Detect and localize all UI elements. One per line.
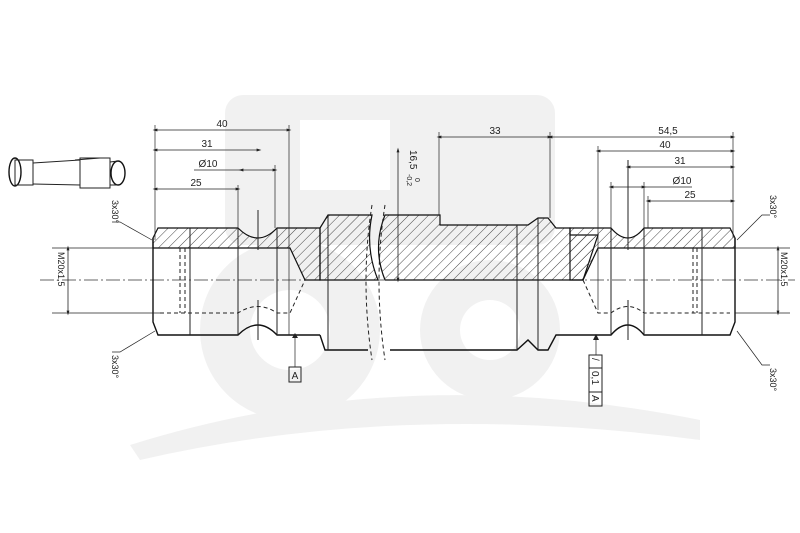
thread-right-label: M20x1,5 — [779, 252, 789, 287]
tolerance-symbol: / — [589, 358, 600, 361]
dim-right-25: 25 — [684, 190, 696, 201]
left-dimensions: 40 31 Ø10 25 — [152, 119, 292, 335]
chamfer-left-bottom: 3x30° — [110, 355, 120, 379]
runout-tolerance-frame: / 0,1 A — [588, 334, 603, 407]
dim-right-dia10: Ø10 — [673, 176, 692, 187]
tol-lower: -0,2 — [405, 174, 412, 186]
watermark-tractor-logo — [130, 95, 700, 460]
thread-dimensions: M20x1,5 M20x1,5 — [52, 245, 790, 316]
dim-right-54-5: 54,5 — [658, 126, 678, 137]
datum-label: A — [292, 371, 299, 382]
tol-upper: 0 — [413, 178, 420, 182]
dim-left-25: 25 — [190, 178, 202, 189]
dim-right-40: 40 — [659, 140, 671, 151]
tolerance-value: 0,1 — [589, 371, 600, 385]
dim-16-5: 16,5 — [407, 150, 418, 170]
middle-body — [319, 204, 599, 361]
chamfer-right-bottom: 3x30° — [768, 368, 778, 392]
dim-left-40: 40 — [216, 119, 228, 130]
tolerance-datum: A — [589, 395, 600, 402]
isometric-thumbnail — [8, 157, 126, 189]
dim-left-dia10: Ø10 — [199, 159, 218, 170]
dim-left-31: 31 — [201, 139, 213, 150]
radius-dimension: 16,5 0 -0,2 — [396, 147, 420, 283]
chamfer-callouts: 3x30° 3x30° 3x30° 3x30° — [110, 195, 778, 392]
chamfer-left-top: 3x30° — [110, 200, 120, 224]
left-end — [152, 210, 321, 340]
thread-left-label: M20x1,5 — [56, 252, 66, 287]
chamfer-right-top: 3x30° — [768, 195, 778, 219]
dim-right-33: 33 — [489, 126, 501, 137]
right-dimensions: 33 54,5 40 31 Ø10 25 — [436, 126, 736, 310]
datum-a: A — [288, 333, 302, 383]
dim-right-31: 31 — [674, 156, 686, 167]
